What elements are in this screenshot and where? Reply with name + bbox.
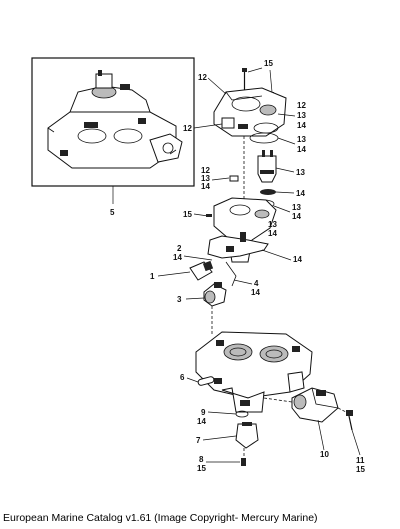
callout-14-left: 14 (173, 253, 182, 262)
callout-14-part4: 14 (251, 288, 260, 297)
callout-2: 2 (177, 244, 182, 253)
callout-13-right-a: 13 (297, 111, 306, 120)
assembly-inset (31, 57, 195, 187)
callout-9: 9 (201, 408, 206, 417)
callout-13-ring: 13 (292, 203, 301, 212)
callout-14-body: 14 (293, 255, 302, 264)
injector-body (207, 197, 277, 263)
throttle-body (195, 331, 313, 413)
copyright-caption: European Marine Catalog v1.61 (Image Cop… (3, 512, 318, 524)
injector-3 (203, 282, 227, 307)
callout-15-mid: 15 (183, 210, 192, 219)
callout-13-plug: 13 (201, 174, 210, 183)
callout-14-ring: 14 (292, 212, 301, 221)
callout-4: 4 (254, 279, 259, 288)
callout-14-sensor: 14 (296, 189, 305, 198)
pin-6 (197, 376, 215, 386)
actuator-10 (291, 387, 339, 423)
callout-13-sensor: 13 (296, 168, 305, 177)
sensor (257, 150, 277, 183)
sensor-7 (235, 422, 259, 449)
callout-1: 1 (150, 272, 155, 281)
upper-housing (213, 87, 287, 137)
callout-14-bottom: 14 (197, 417, 206, 426)
callout-14-right-b: 14 (297, 145, 306, 154)
callout-8: 8 (199, 455, 204, 464)
callout-13-right-b: 13 (297, 135, 306, 144)
callout-12-upper-b: 12 (183, 124, 192, 133)
callout-5: 5 (110, 208, 115, 217)
callout-3: 3 (177, 295, 182, 304)
callout-10: 10 (320, 450, 329, 459)
callout-11: 11 (356, 456, 365, 465)
callout-14-mid: 14 (268, 229, 277, 238)
callout-12-plug: 12 (201, 166, 210, 175)
callout-14-right-a: 14 (297, 121, 306, 130)
callout-13-mid: 13 (268, 220, 277, 229)
callout-7: 7 (196, 436, 201, 445)
callout-12-right: 12 (297, 101, 306, 110)
callout-15-bottom-left: 15 (197, 464, 206, 473)
callout-15-top: 15 (264, 59, 273, 68)
callout-14-plug: 14 (201, 182, 210, 191)
nozzle-1 (189, 260, 214, 281)
callout-12-upper-a: 12 (198, 73, 207, 82)
callout-15-bottom-right: 15 (356, 465, 365, 474)
screw-11 (346, 410, 353, 431)
callout-6: 6 (180, 373, 185, 382)
